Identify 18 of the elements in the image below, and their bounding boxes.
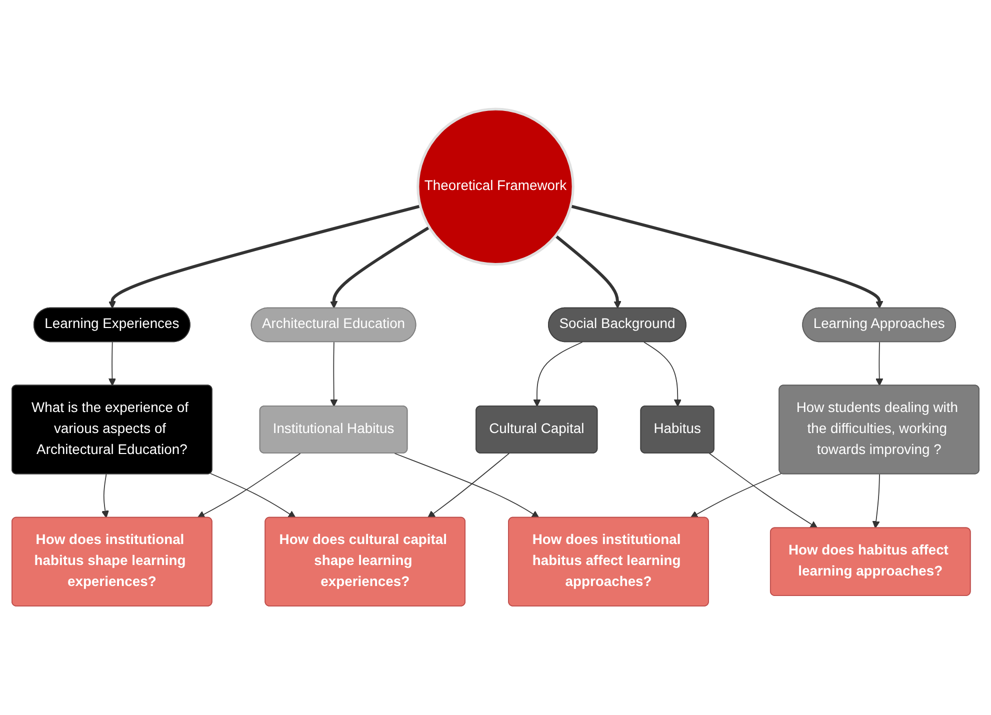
arrow [210, 473, 296, 518]
arrow [108, 204, 421, 309]
arrow [554, 234, 622, 309]
arrow [108, 342, 116, 386]
arrow [197, 452, 301, 518]
arrow [394, 452, 540, 518]
node-circle: Theoretical Framework [416, 108, 574, 266]
arrow [690, 473, 782, 518]
arrow [101, 474, 109, 518]
arrow [330, 342, 338, 407]
arrow [533, 342, 583, 407]
arrow [872, 474, 880, 528]
arrow [876, 342, 884, 386]
arrow [427, 452, 510, 518]
arrow [570, 204, 884, 309]
arrow [330, 226, 430, 309]
arrow [644, 342, 682, 407]
arrow [708, 452, 818, 528]
